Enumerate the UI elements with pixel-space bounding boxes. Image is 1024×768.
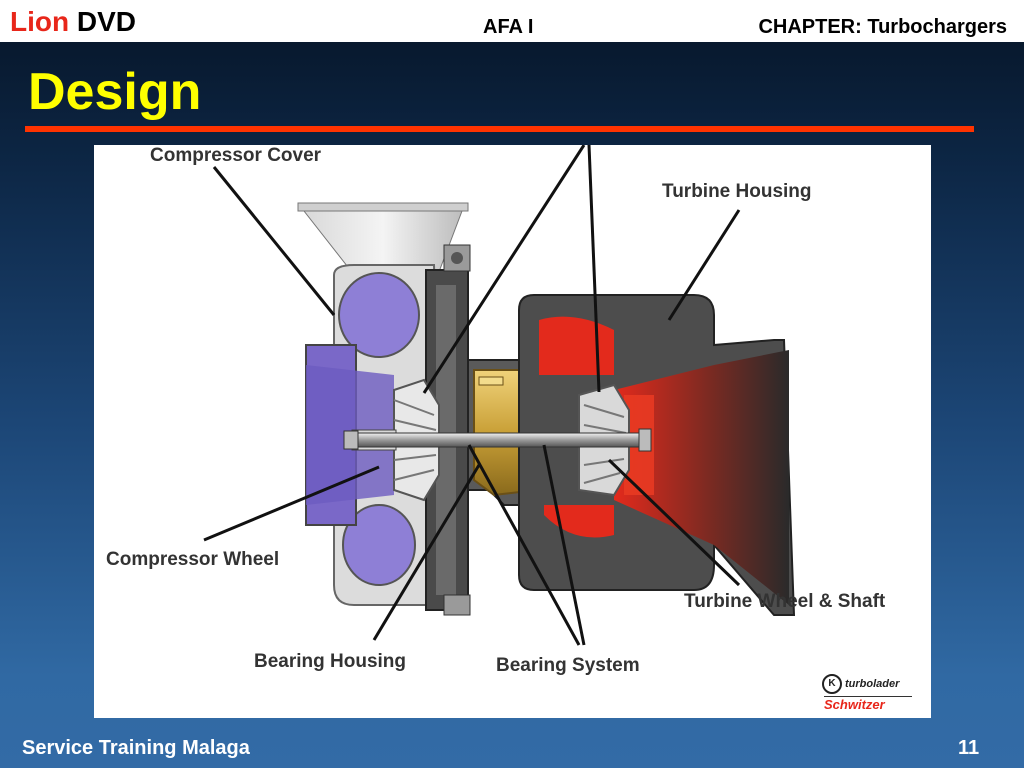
logo-top-text: turbolader: [845, 677, 900, 690]
course-name: AFA I: [483, 16, 534, 38]
turbine-housing: [518, 294, 796, 616]
leader-turbine-housing: [667, 209, 741, 321]
leader-lines: [203, 145, 741, 646]
leader-bearing-system-2: [542, 444, 586, 646]
brand-word-dvd: DVD: [76, 6, 136, 37]
logo-bottom-text: Schwitzer: [824, 696, 912, 712]
turbocharger-diagram: Compressor Cover Turbine Housing Compres…: [94, 145, 931, 718]
brand-word-lion: Lion: [10, 6, 70, 37]
label-compressor-wheel: Compressor Wheel: [106, 549, 280, 570]
label-turbine-wheel-shaft: Turbine Wheel & Shaft: [684, 591, 886, 612]
title-divider: [25, 126, 974, 132]
footer-text: Service Training Malaga: [22, 737, 250, 759]
label-turbine-housing: Turbine Housing: [662, 181, 812, 202]
leader-compressor-wheel: [203, 465, 380, 542]
header-bar: Lion DVD AFA I CHAPTER: Turbochargers: [0, 0, 1024, 42]
turbine-shaft: [343, 428, 652, 452]
leader-compressor-cover: [212, 166, 336, 316]
label-bearing-system: Bearing System: [496, 655, 640, 676]
leader-top-1: [422, 145, 586, 394]
logo-mark-icon: K: [822, 674, 842, 694]
brand-logo: Lion DVD: [10, 7, 136, 37]
leader-bearing-housing: [372, 464, 481, 641]
label-compressor-cover: Compressor Cover: [150, 145, 322, 166]
leader-turbine-wheel-shaft: [607, 458, 741, 587]
page-number: 11: [958, 737, 980, 759]
label-bearing-housing: Bearing Housing: [254, 651, 407, 672]
leader-bearing-system-1: [467, 444, 581, 646]
slide-title: Design: [28, 63, 202, 121]
turbocharger-cutaway-illustration: [203, 145, 796, 646]
leader-top-2: [587, 145, 601, 393]
chapter-title: CHAPTER: Turbochargers: [758, 16, 1007, 38]
